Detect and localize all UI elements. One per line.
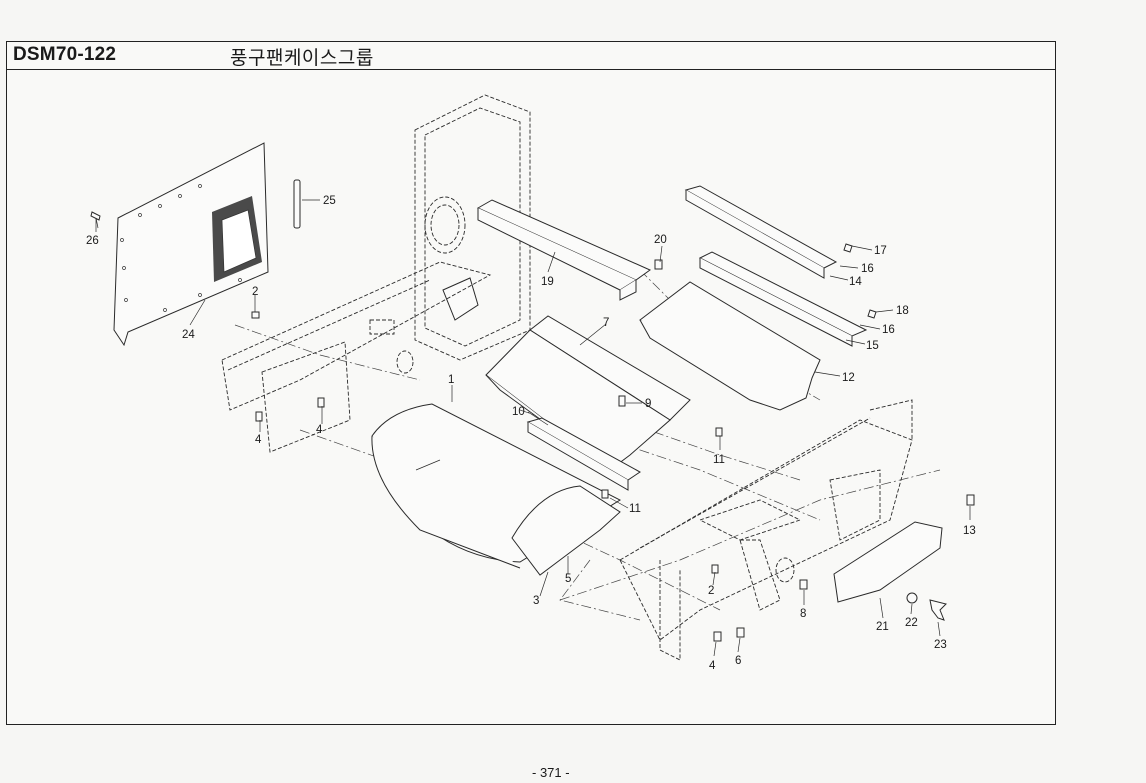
callout-9: 9 xyxy=(645,398,651,410)
part-23-knob xyxy=(929,599,947,621)
callout-26: 26 xyxy=(86,235,99,247)
part-17-18-screws xyxy=(843,243,877,319)
title-block: DSM70-122 풍구팬케이스그룹 xyxy=(7,42,1055,70)
callout-1: 1 xyxy=(448,374,454,386)
callout-23: 23 xyxy=(934,639,947,651)
callout-20: 20 xyxy=(654,234,667,246)
part-24-side-cover xyxy=(113,142,269,347)
callout-4-lower: 4 xyxy=(709,660,716,672)
callout-16-lower: 16 xyxy=(882,324,895,336)
callout-4-mid: 4 xyxy=(316,424,323,436)
part-9-bolt xyxy=(618,395,626,407)
part-22-washer xyxy=(906,592,918,604)
callout-11-right: 11 xyxy=(713,454,725,466)
rear-frame xyxy=(221,94,531,453)
part-19-channel xyxy=(476,199,652,301)
part-13-bolt xyxy=(966,494,975,506)
callout-3: 3 xyxy=(533,595,539,607)
callout-15: 15 xyxy=(866,340,879,352)
callout-14: 14 xyxy=(849,276,862,288)
part-10-plate xyxy=(526,417,641,491)
page-number: - 371 - xyxy=(532,765,570,780)
callout-7: 7 xyxy=(603,317,609,329)
callout-18: 18 xyxy=(896,305,909,317)
callout-11-left: 11 xyxy=(629,503,641,515)
drawing-title: 풍구팬케이스그룹 xyxy=(230,47,374,69)
part-3-lower-shell xyxy=(511,485,621,576)
part-21-bracket xyxy=(833,521,943,603)
callout-19: 19 xyxy=(541,276,554,288)
callout-2-lower: 2 xyxy=(708,585,714,597)
drawing-code: DSM70-122 xyxy=(13,44,117,65)
part-12-upper-housing xyxy=(639,281,821,411)
callout-labels: 26 25 24 2 4 4 19 20 7 17 16 14 18 16 15… xyxy=(86,195,976,672)
leader-lines xyxy=(95,199,971,657)
callout-16-upper: 16 xyxy=(861,263,874,275)
fasteners xyxy=(251,311,808,642)
part-26-bolt xyxy=(90,211,101,229)
callout-4-left: 4 xyxy=(255,434,262,446)
callout-2-upper: 2 xyxy=(252,286,258,298)
part-11-clips xyxy=(601,427,723,499)
callout-8: 8 xyxy=(800,608,806,620)
part-25-bar xyxy=(293,179,301,229)
part-14-strip xyxy=(684,185,838,279)
callout-13: 13 xyxy=(963,525,976,537)
part-20-nut xyxy=(654,259,663,270)
callout-6: 6 xyxy=(735,655,741,667)
callout-12: 12 xyxy=(842,372,855,384)
callout-25: 25 xyxy=(323,195,336,207)
callout-24: 24 xyxy=(182,329,195,341)
callout-22: 22 xyxy=(905,617,918,629)
callout-17: 17 xyxy=(874,245,887,257)
callout-5: 5 xyxy=(565,573,571,585)
lower-frame xyxy=(619,399,913,661)
callout-21: 21 xyxy=(876,621,889,633)
callout-10: 10 xyxy=(512,406,525,418)
